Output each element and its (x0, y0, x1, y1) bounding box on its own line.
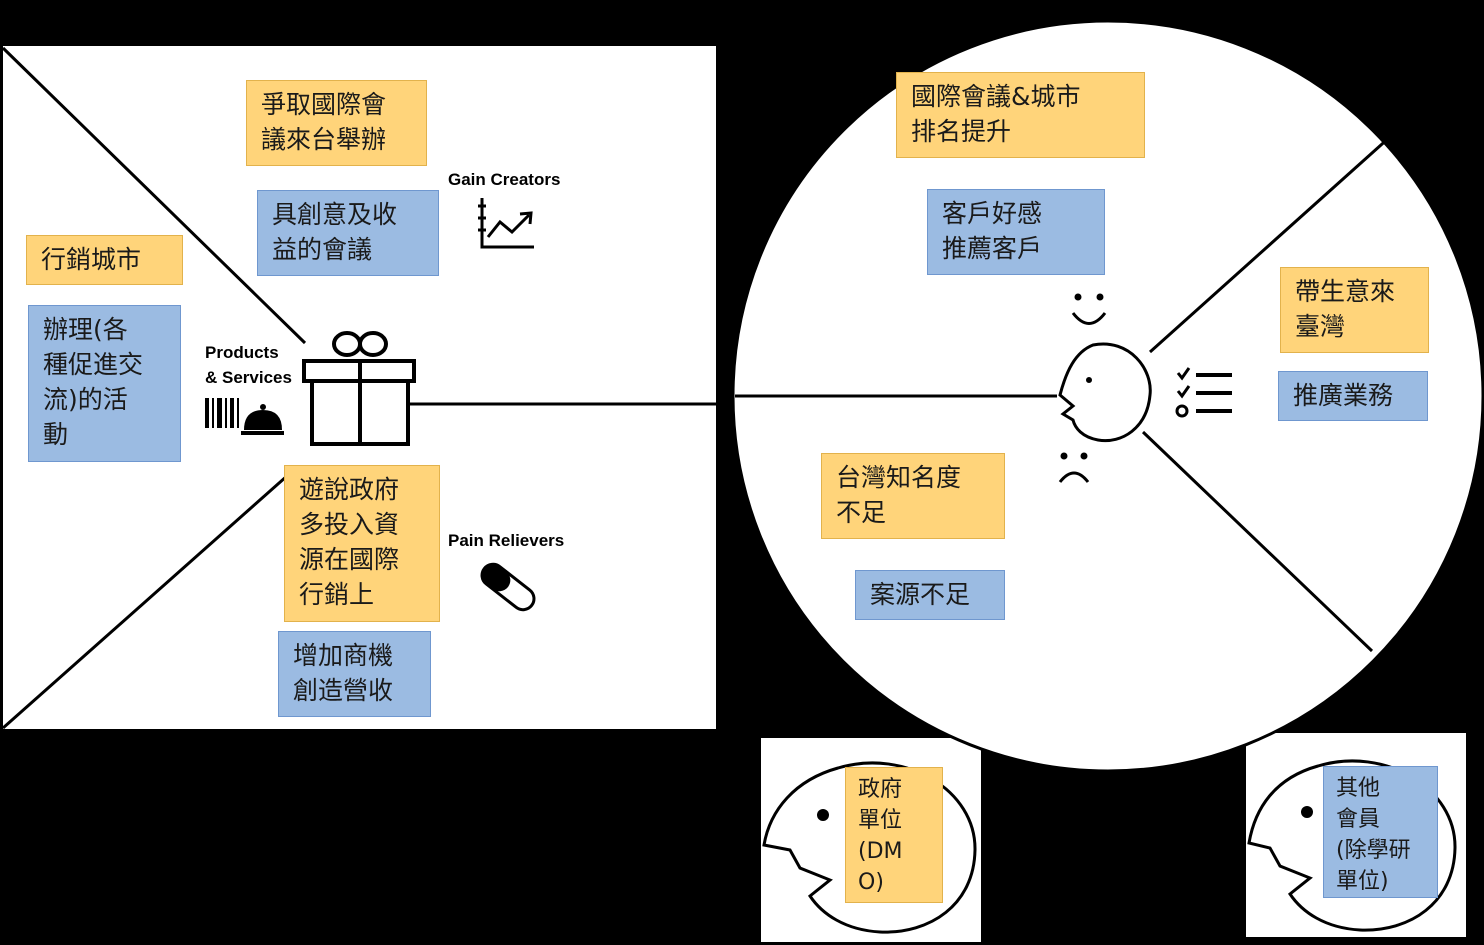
note-gain-1: 爭取國際會 議來台舉辦 (246, 80, 427, 166)
note-segment-government: 政府 單位 (DM O) (845, 767, 943, 903)
gift-icon (302, 331, 416, 446)
note-products-2: 辦理(各 種促進交 流)的活 動 (28, 305, 181, 462)
pain-relievers-label: Pain Relievers (448, 531, 565, 550)
circle-divider-upper (1148, 134, 1393, 354)
circle-divider-lower (1141, 430, 1374, 653)
pill-capsule-icon (480, 562, 536, 612)
note-gains-2: 客戶好感 推薦客戶 (927, 189, 1105, 275)
note-pains-1: 台灣知名度 不足 (821, 453, 1005, 539)
note-jobs-1: 帶生意來 臺灣 (1280, 267, 1429, 353)
products-services-label: Products & Services (205, 343, 292, 387)
note-pain-2: 增加商機 創造營收 (278, 631, 431, 717)
smile-icon (1071, 293, 1107, 325)
note-pains-2: 案源不足 (855, 570, 1005, 620)
note-gain-2: 具創意及收 益的會議 (257, 190, 439, 276)
note-pain-1: 遊說政府 多投入資 源在國際 行銷上 (284, 465, 440, 622)
note-products-1: 行銷城市 (26, 235, 183, 285)
customer-head-icon (1058, 342, 1152, 443)
value-map-diagonal-top (1, 46, 307, 345)
trending-up-chart-icon (478, 198, 534, 249)
note-jobs-2: 推廣業務 (1278, 371, 1428, 421)
barcode-and-cloche-icon (205, 398, 284, 435)
frown-icon (1058, 452, 1090, 483)
value-map-diagonal-bottom (2, 466, 297, 730)
checklist-icon (1175, 367, 1232, 418)
gain-creators-label: Gain Creators (448, 170, 561, 189)
segment-face-government-icon (762, 761, 977, 934)
note-segment-members: 其他 會員 (除學研 單位) (1323, 766, 1438, 898)
note-gains-1: 國際會議&城市 排名提升 (896, 72, 1145, 158)
